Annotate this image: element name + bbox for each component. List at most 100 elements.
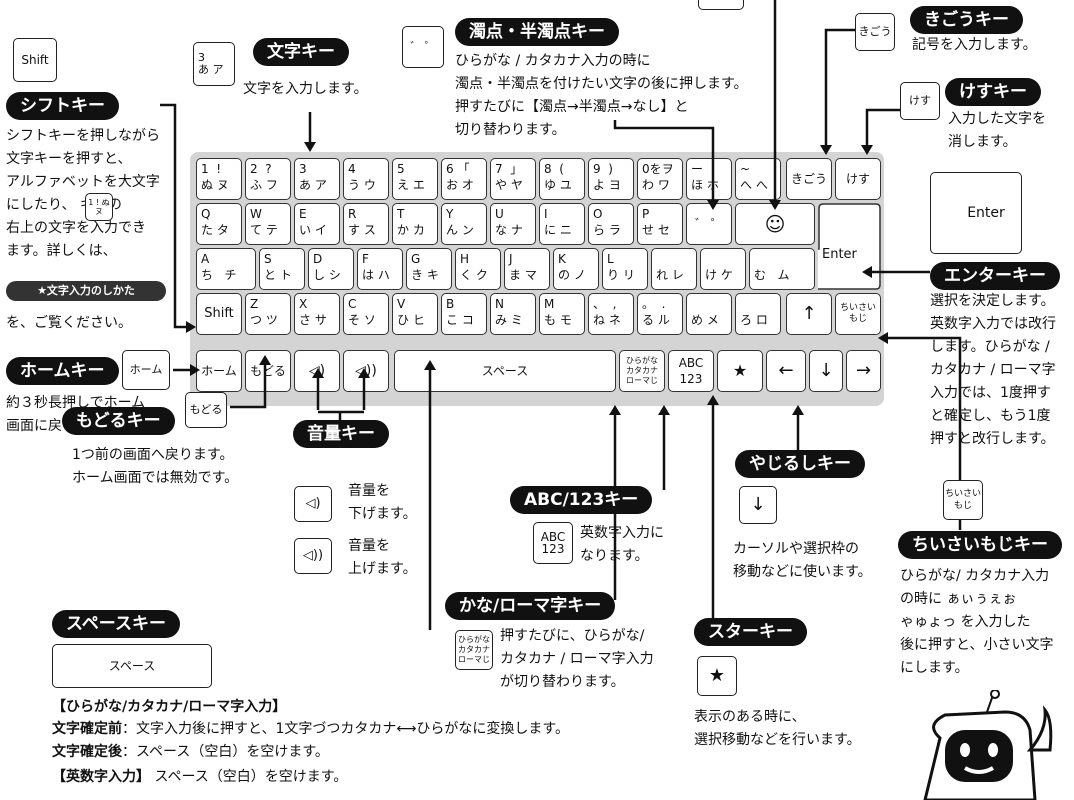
key-8[interactable]: 8 ( ゆ ユ xyxy=(539,158,585,200)
shift-key-desc2: を、ご覧ください。 xyxy=(6,315,132,331)
key-a[interactable]: A ち チ xyxy=(196,248,256,290)
key-backslash[interactable]: ろ ロ xyxy=(735,293,781,335)
key-semicolon[interactable]: れ レ xyxy=(651,248,697,290)
key-o[interactable]: O ら ラ xyxy=(588,203,634,245)
key-p[interactable]: P せ セ xyxy=(637,203,683,245)
chiisai-key-title: ちいさいもじキー xyxy=(898,531,1062,559)
key-r[interactable]: R す ス xyxy=(343,203,389,245)
abc-key-desc: 英数字入力に なります。 xyxy=(580,525,664,564)
key-down[interactable]: ↓ xyxy=(809,350,843,392)
home-key-icon: ホーム xyxy=(122,350,170,390)
key-comma[interactable]: 、 , ね ネ xyxy=(588,293,634,335)
key-4[interactable]: 4 う ウ xyxy=(343,158,389,200)
key-j[interactable]: J ま マ xyxy=(504,248,550,290)
kana-key-icon: ひらがな カタカナ ローマじ xyxy=(455,630,493,670)
shift-key-desc: シフトキーを押しながら 文字キーを押すと、 アルファベットを大文字 にしたり、 … xyxy=(6,128,160,259)
key-q[interactable]: Q た タ xyxy=(196,203,242,245)
shift-key-icon: Shift xyxy=(13,38,57,82)
key-b[interactable]: B こ コ xyxy=(441,293,487,335)
dakuten-key-desc: ひらがな / カタカナ入力の時に 濁点・半濁点を付けたい文字の後に押します。 押… xyxy=(455,53,748,138)
modoru-key-title: もどるキー xyxy=(62,407,175,435)
abc-key-title: ABC/123キー xyxy=(510,486,653,514)
key-v[interactable]: V ひ ヒ xyxy=(392,293,438,335)
shift-key-title: シフトキー xyxy=(6,92,119,120)
key-f[interactable]: F は ハ xyxy=(357,248,403,290)
key-h[interactable]: H く ク xyxy=(455,248,501,290)
key-3[interactable]: 3 あ ア xyxy=(294,158,340,200)
key-shift[interactable]: Shift xyxy=(196,293,242,335)
key-7[interactable]: 7 」 や ヤ xyxy=(490,158,536,200)
key-right[interactable]: → xyxy=(846,350,881,392)
key-minus[interactable]: ー ほ ホ xyxy=(686,158,732,200)
dakuten-key-icon: ゛ ゜ xyxy=(402,26,444,68)
inline-key-icon: 1 ! ぬ ヌ xyxy=(85,193,113,221)
enter-key-desc: 選択を決定します。 英数字入力では改行 します。ひらがな / カタカナ / ロー… xyxy=(930,293,1056,447)
volume-down-desc: 音量を 下げます。 xyxy=(348,483,417,522)
key-chiisai[interactable]: ちいさい もじ xyxy=(835,293,881,335)
key-slash[interactable]: め メ xyxy=(686,293,732,335)
top-key-icon xyxy=(698,0,744,10)
space-key-icon: スペース xyxy=(52,644,212,688)
key-5[interactable]: 5 え エ xyxy=(392,158,438,200)
key-t[interactable]: T か カ xyxy=(392,203,438,245)
keyboard: 1 ! ぬ ヌ 2 ? ふ フ 3 あ ア 4 う ウ 5 え エ 6 「 お … xyxy=(190,152,884,406)
arrow-key-desc: カーソルや選択枠の 移動などに使います。 xyxy=(733,541,872,580)
modoru-key-desc: 1つ前の画面へ戻ります。 ホーム画面では無効です。 xyxy=(72,447,239,486)
key-enter[interactable]: Enter xyxy=(818,203,881,290)
key-s[interactable]: S と ト xyxy=(259,248,305,290)
key-star[interactable]: ★ xyxy=(717,350,763,392)
key-up[interactable]: ↑ xyxy=(786,293,832,335)
key-left[interactable]: ← xyxy=(766,350,806,392)
volume-down-icon: ◁) xyxy=(294,486,332,522)
space-before-text: ：文字入力後に押すと、1文字づつカタカナ⟷ひらがなに変換します。 xyxy=(122,721,570,737)
key-e[interactable]: E い イ xyxy=(294,203,340,245)
key-kana[interactable]: ひらがな カタカナ ローマじ xyxy=(619,350,665,392)
chiisai-key-desc: ひらがな/ カタカナ入力 の時に ぁぃぅぇぉ ゃゅょっ を入力した 後に押すと、… xyxy=(900,568,1054,676)
key-x[interactable]: X さ サ xyxy=(294,293,340,335)
key-k[interactable]: K の ノ xyxy=(553,248,599,290)
key-kesu[interactable]: けす xyxy=(835,158,881,200)
key-6[interactable]: 6 「 お オ xyxy=(441,158,487,200)
key-l[interactable]: L り リ xyxy=(602,248,648,290)
key-0[interactable]: 0をヲ わ ワ xyxy=(637,158,683,200)
home-key-title: ホームキー xyxy=(6,357,119,385)
key-z[interactable]: Z つ ツ xyxy=(245,293,291,335)
kesu-key-title: けすキー xyxy=(945,78,1041,106)
moji-key-icon: 3 あ ア xyxy=(193,42,235,86)
key-g[interactable]: G き キ xyxy=(406,248,452,290)
key-w[interactable]: W て テ xyxy=(245,203,291,245)
key-abc[interactable]: ABC 123 xyxy=(668,350,714,392)
kigou-key-desc: 記号を入力します。 xyxy=(912,37,1037,53)
key-dakuten[interactable]: ゛ ゜ xyxy=(686,203,732,245)
space-line-before: 文字確定前：文字入力後に押すと、1文字づつカタカナ⟷ひらがなに変換します。 xyxy=(52,718,569,740)
moji-key-title: 文字キー xyxy=(253,38,349,66)
key-kigou[interactable]: きごう xyxy=(786,158,832,200)
volume-key-title: 音量キー xyxy=(293,420,389,448)
key-period[interactable]: 。 . る ル xyxy=(637,293,683,335)
key-modoru[interactable]: もどる xyxy=(245,350,291,392)
modoru-key-icon: もどる xyxy=(185,392,227,428)
moji-key-desc: 文字を入力します。 xyxy=(243,81,368,97)
key-c[interactable]: C そ ソ xyxy=(343,293,389,335)
key-bracket[interactable]: む ム xyxy=(749,248,815,290)
volume-up-desc: 音量を 上げます。 xyxy=(348,538,417,577)
key-d[interactable]: D し シ xyxy=(308,248,354,290)
kigou-key-icon: きごう xyxy=(855,13,895,51)
key-n[interactable]: N み ミ xyxy=(490,293,536,335)
input-guide-link[interactable]: ★文字入力のしかた xyxy=(6,281,166,301)
key-u[interactable]: U な ナ xyxy=(490,203,536,245)
key-y[interactable]: Y ん ン xyxy=(441,203,487,245)
key-caret[interactable]: ~ へ へ xyxy=(735,158,781,200)
key-1[interactable]: 1 ! ぬ ヌ xyxy=(196,158,242,200)
key-m[interactable]: M も モ xyxy=(539,293,585,335)
key-home[interactable]: ホーム xyxy=(196,350,242,392)
key-colon[interactable]: け ケ xyxy=(700,248,746,290)
key-i[interactable]: I に ニ xyxy=(539,203,585,245)
enter-label: Enter xyxy=(822,247,857,262)
space-eisu-heading: 【英数字入力】 xyxy=(52,769,150,785)
key-2[interactable]: 2 ? ふ フ xyxy=(245,158,291,200)
kesu-key-icon: けす xyxy=(900,82,940,120)
key-9[interactable]: 9 ) よ ヨ xyxy=(588,158,634,200)
enter-key-icon: Enter xyxy=(930,172,1022,254)
